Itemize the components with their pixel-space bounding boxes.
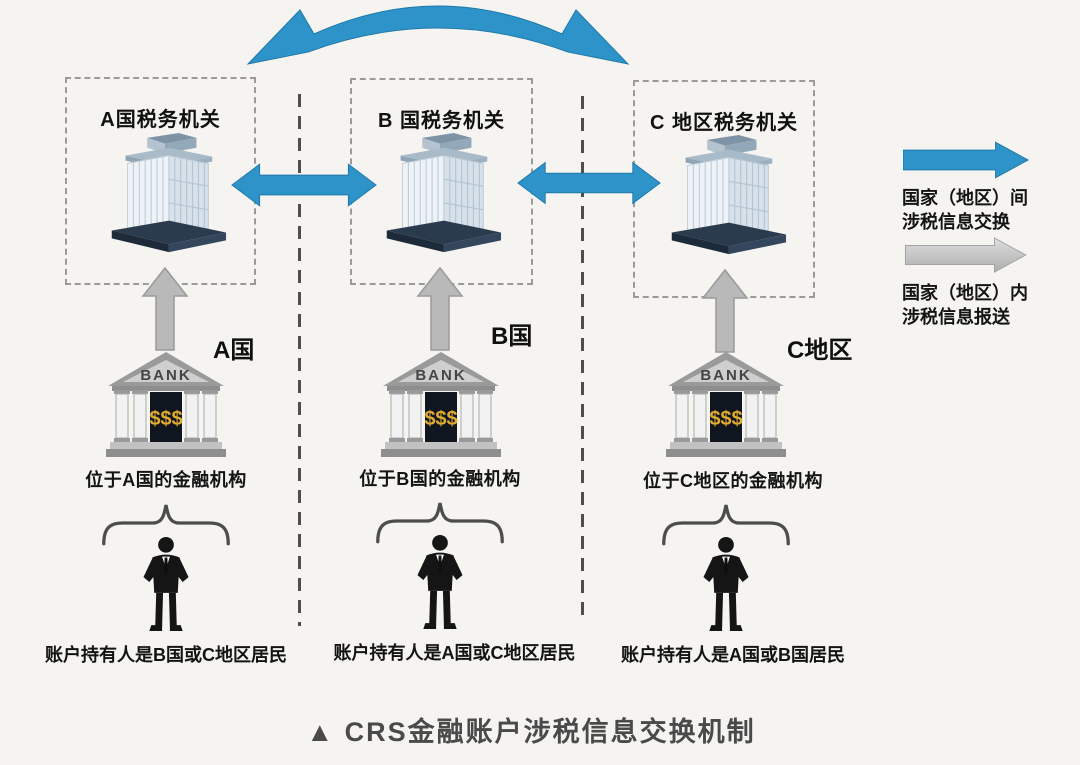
tax-building-icon-b <box>363 130 511 263</box>
bank-icon-a: BANK $$$ <box>106 352 226 457</box>
account-holder-icon-a <box>136 536 196 634</box>
report-arrow-c <box>701 268 749 354</box>
bank-money-c: $$$ <box>709 408 742 430</box>
institution-caption-a: 位于A国的金融机构 <box>85 470 247 490</box>
exchange-arc-arrow-a-c <box>246 5 630 65</box>
account-holder-icon-c <box>696 536 756 634</box>
legend-exchange-arrow-icon <box>903 141 1030 179</box>
diagram-title: ▲ CRS金融账户涉税信息交换机制 <box>0 710 1062 749</box>
bank-money-b: $$$ <box>424 408 457 430</box>
report-arrow-b <box>416 266 464 352</box>
legend-exchange-label: 国家（地区）间 涉税信息交换 <box>902 186 1028 234</box>
bank-icon-b: BANK $$$ <box>381 352 501 457</box>
tax-building-icon-c <box>648 132 796 265</box>
column-separator-a-b <box>298 94 301 626</box>
holder-caption-b: 账户持有人是A国或C地区居民 <box>333 643 576 663</box>
jurisdiction-label-b: B国 <box>491 323 533 350</box>
holder-caption-c: 账户持有人是A国或B国居民 <box>621 645 845 665</box>
bank-sign-b: BANK <box>415 367 466 384</box>
account-holder-icon-b <box>410 534 470 632</box>
tax-authority-title-b: B 国税务机关 <box>378 110 505 132</box>
legend-exchange-line2: 涉税信息交换 <box>902 212 1010 232</box>
title-marker: ▲ <box>306 717 336 747</box>
bank-sign-a: BANK <box>140 367 191 384</box>
tax-authority-title-c: C 地区税务机关 <box>650 112 798 134</box>
legend-report-line2: 涉税信息报送 <box>902 307 1010 327</box>
bank-money-a: $$$ <box>149 408 182 430</box>
column-separator-b-c <box>581 96 584 624</box>
holder-caption-a: 账户持有人是B国或C地区居民 <box>45 645 287 665</box>
exchange-arrow-a-b <box>230 162 378 208</box>
exchange-arrow-b-c <box>516 160 662 206</box>
tax-authority-title-a: A国税务机关 <box>100 109 221 131</box>
tax-building-icon-a <box>88 130 236 263</box>
legend-exchange-line1: 国家（地区）间 <box>902 188 1028 208</box>
institution-caption-c: 位于C地区的金融机构 <box>643 471 823 491</box>
legend-report-line1: 国家（地区）内 <box>902 283 1028 303</box>
title-text: CRS金融账户涉税信息交换机制 <box>344 717 756 747</box>
jurisdiction-label-a: A国 <box>213 337 255 364</box>
report-arrow-a <box>141 266 189 352</box>
legend-report-label: 国家（地区）内 涉税信息报送 <box>902 281 1028 329</box>
legend-report-arrow-icon <box>904 237 1027 273</box>
jurisdiction-label-c: C地区 <box>787 337 853 364</box>
bank-sign-c: BANK <box>700 367 751 384</box>
institution-caption-b: 位于B国的金融机构 <box>359 469 521 489</box>
bank-icon-c: BANK $$$ <box>666 352 786 457</box>
